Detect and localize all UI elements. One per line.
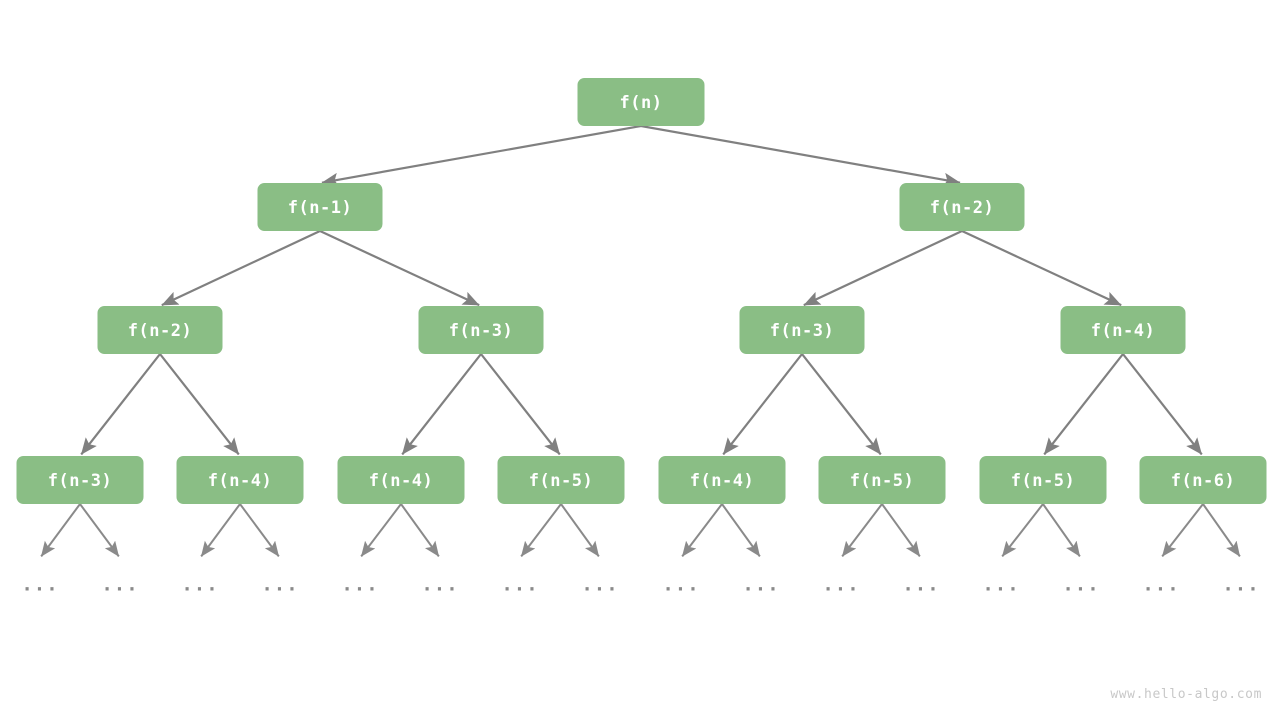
tree-node-box xyxy=(899,183,1025,231)
tree-node-label: f(n-4) xyxy=(369,471,433,491)
tree-edge xyxy=(161,230,321,307)
tree-edge xyxy=(480,353,561,456)
ellipsis-marker: ... xyxy=(1222,574,1259,596)
tree-node[interactable]: f(n-5) xyxy=(818,456,946,504)
ellipsis-marker: ... xyxy=(261,574,298,596)
leaf-stub-arrow xyxy=(841,503,883,558)
tree-node-box xyxy=(1139,456,1267,504)
tree-edge xyxy=(321,124,642,187)
tree-node-box xyxy=(658,456,786,504)
tree-node-box xyxy=(176,456,304,504)
tree-node[interactable]: f(n-4) xyxy=(176,456,304,504)
tree-node-label: f(n-5) xyxy=(850,471,914,491)
tree-node[interactable]: f(n-3) xyxy=(418,306,544,354)
tree-node-label: f(n-2) xyxy=(128,321,192,341)
leaf-stub-arrow xyxy=(721,503,761,557)
tree-node[interactable]: f(n-4) xyxy=(1060,306,1186,354)
watermark: www.hello-algo.com xyxy=(1110,687,1262,702)
tree-edge xyxy=(80,353,161,456)
tree-edge xyxy=(722,353,803,456)
tree-edge xyxy=(640,124,961,187)
tree-edge xyxy=(803,230,963,307)
tree-node-label: f(n-4) xyxy=(690,471,754,491)
ellipsis-marker: ... xyxy=(662,574,699,596)
leaf-stub-arrow xyxy=(40,503,81,557)
leaf-stub-arrow xyxy=(1001,503,1044,558)
ellipsis-marker: ... xyxy=(1142,574,1179,596)
tree-node[interactable]: f(n-1) xyxy=(257,183,383,231)
tree-edge xyxy=(319,230,480,307)
tree-node[interactable]: f(n-3) xyxy=(16,456,144,504)
tree-node-label: f(n-6) xyxy=(1171,471,1235,491)
tree-node-box xyxy=(818,456,946,504)
tree-node[interactable]: f(n-6) xyxy=(1139,456,1267,504)
ellipsis-marker: ... xyxy=(742,574,779,596)
tree-node[interactable]: f(n-2) xyxy=(899,183,1025,231)
leaf-stub-arrow xyxy=(1202,503,1241,557)
tree-node-box xyxy=(16,456,144,504)
ellipsis-marker: ... xyxy=(421,574,458,596)
ellipsis-marker: ... xyxy=(501,574,538,596)
tree-node-box xyxy=(418,306,544,354)
tree-edge xyxy=(961,230,1122,307)
leaf-stub-arrow xyxy=(79,503,120,557)
leaf-stub-arrow xyxy=(1042,503,1081,557)
leaf-stub-arrow xyxy=(200,503,241,557)
ellipsis-layer: ........................................… xyxy=(21,574,1259,596)
tree-edge xyxy=(159,353,240,456)
ellipsis-marker: ... xyxy=(341,574,378,596)
tree-node[interactable]: f(n-5) xyxy=(497,456,625,504)
tree-node-label: f(n-5) xyxy=(529,471,593,491)
leaf-stub-arrow xyxy=(360,503,402,558)
tree-node-label: f(n) xyxy=(620,93,663,113)
nodes-layer: f(n) f(n-1) f(n-2) f(n-2) f(n-3) f(n-3) f(n-4)… xyxy=(16,78,1267,504)
tree-node-box xyxy=(739,306,865,354)
tree-node-box xyxy=(257,183,383,231)
tree-edge xyxy=(1043,353,1124,456)
leaf-stub-arrows-layer xyxy=(40,503,1241,558)
leaf-stub-arrow xyxy=(520,503,562,558)
tree-node-label: f(n-5) xyxy=(1011,471,1075,491)
tree-edge xyxy=(801,353,882,456)
tree-node-box xyxy=(979,456,1107,504)
ellipsis-marker: ... xyxy=(902,574,939,596)
tree-node[interactable]: f(n-2) xyxy=(97,306,223,354)
tree-node[interactable]: f(n-3) xyxy=(739,306,865,354)
ellipsis-marker: ... xyxy=(101,574,138,596)
tree-node-box xyxy=(97,306,223,354)
tree-node-box xyxy=(577,78,705,126)
ellipsis-marker: ... xyxy=(21,574,58,596)
tree-node-label: f(n-3) xyxy=(48,471,112,491)
ellipsis-marker: ... xyxy=(982,574,1019,596)
tree-node-box xyxy=(497,456,625,504)
leaf-stub-arrow xyxy=(681,503,723,558)
leaf-stub-arrow xyxy=(400,503,440,557)
tree-node-label: f(n-4) xyxy=(1091,321,1155,341)
tree-node[interactable]: f(n-4) xyxy=(658,456,786,504)
leaf-stub-arrow xyxy=(239,503,280,557)
tree-edge xyxy=(401,353,482,456)
leaf-stub-arrow xyxy=(560,503,600,557)
tree-node[interactable]: f(n-5) xyxy=(979,456,1107,504)
ellipsis-marker: ... xyxy=(1062,574,1099,596)
ellipsis-marker: ... xyxy=(181,574,218,596)
tree-node[interactable]: f(n-4) xyxy=(337,456,465,504)
tree-node-box xyxy=(1060,306,1186,354)
leaf-stub-arrow xyxy=(881,503,921,557)
tree-edge xyxy=(1122,353,1203,456)
tree-node-label: f(n-3) xyxy=(770,321,834,341)
tree-node-label: f(n-3) xyxy=(449,321,513,341)
edges-layer xyxy=(80,124,1203,456)
tree-node-box xyxy=(337,456,465,504)
tree-node[interactable]: f(n) xyxy=(577,78,705,126)
tree-node-label: f(n-4) xyxy=(208,471,272,491)
ellipsis-marker: ... xyxy=(581,574,618,596)
leaf-stub-arrow xyxy=(1161,503,1204,558)
tree-node-label: f(n-2) xyxy=(930,198,994,218)
ellipsis-marker: ... xyxy=(822,574,859,596)
tree-node-label: f(n-1) xyxy=(288,198,352,218)
